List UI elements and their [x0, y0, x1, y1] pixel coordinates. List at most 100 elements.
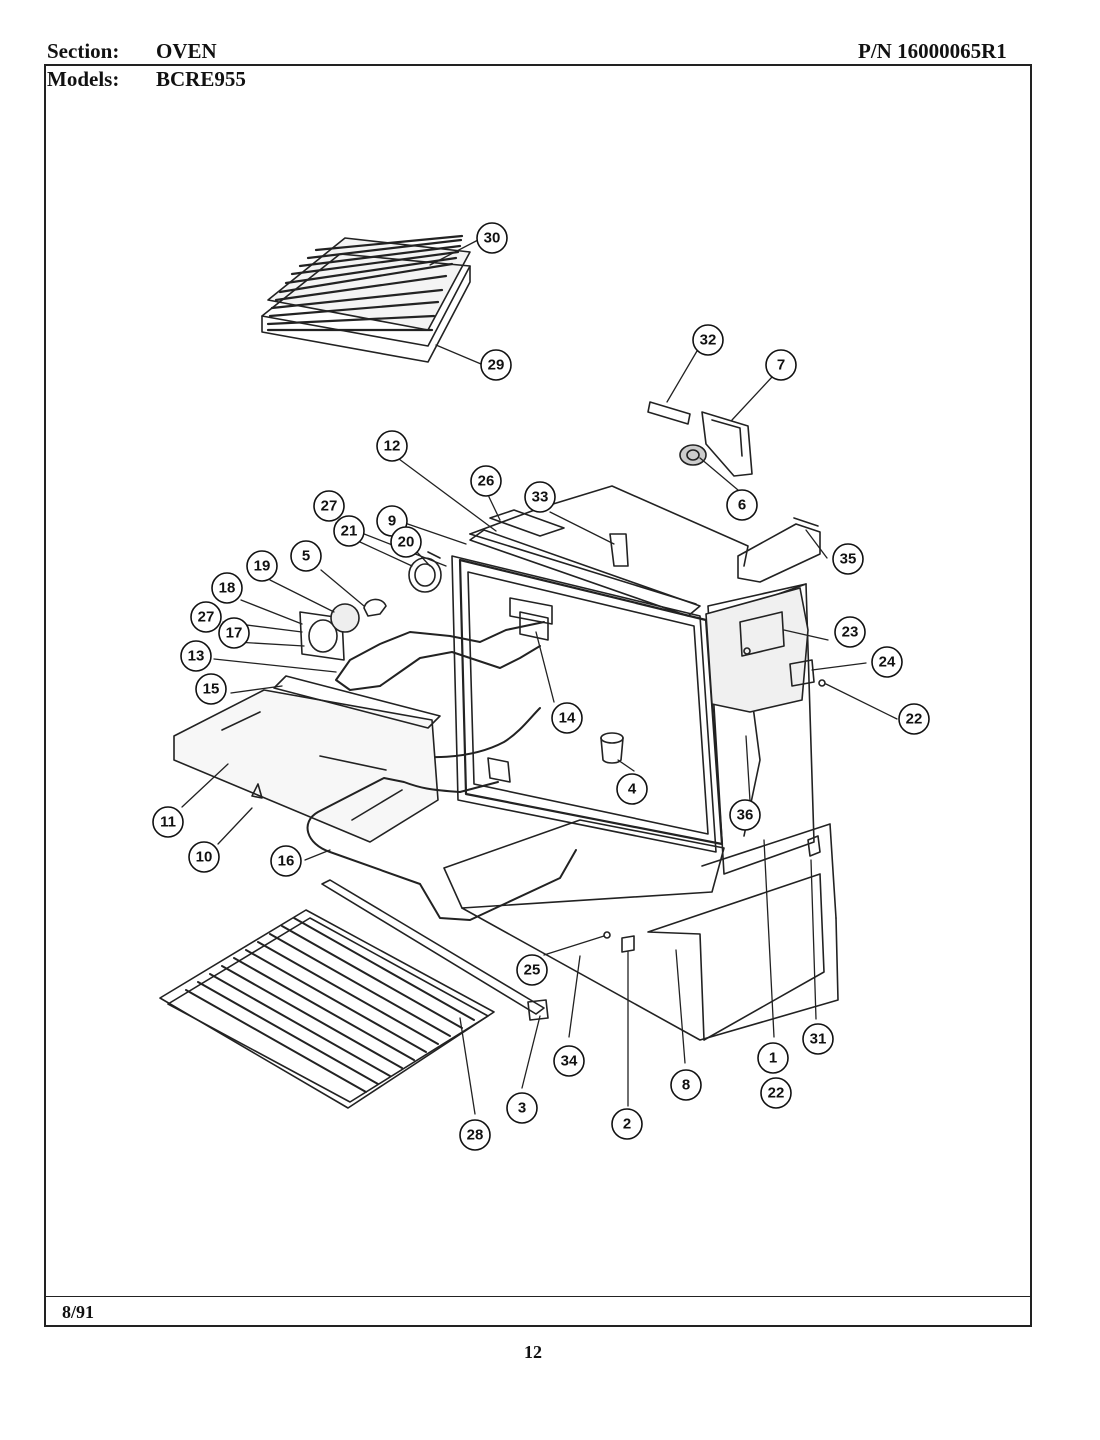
callout-circle [760, 1077, 792, 1109]
broil-element [335, 621, 545, 691]
callout-circle [551, 702, 583, 734]
callout-circle [390, 526, 422, 558]
callout-label: 34 [561, 1053, 578, 1070]
footer-divider [44, 1296, 1032, 1297]
bracket-14 [519, 611, 549, 641]
vent-duct [737, 517, 821, 583]
callout-label: 17 [226, 625, 243, 642]
callout-circle [190, 601, 222, 633]
side-insulation [705, 587, 826, 713]
callout-circle [459, 1119, 491, 1151]
callout-label: 9 [388, 513, 396, 530]
models-label: Models: [47, 67, 120, 91]
callout-circle [516, 954, 548, 986]
callout-circle [898, 703, 930, 735]
page-number: 12 [524, 1342, 542, 1362]
callout-label: 15 [203, 681, 220, 698]
callout-label: 27 [198, 609, 215, 626]
callout-label: 22 [906, 711, 923, 728]
callout-label: 5 [302, 548, 310, 565]
callout-circle [476, 222, 508, 254]
callout-circle [470, 465, 502, 497]
callout-circle [270, 845, 302, 877]
callout-label: 3 [518, 1100, 526, 1117]
top-oven-racks [261, 234, 471, 363]
callout-circle [480, 349, 512, 381]
bottom-panel [173, 675, 441, 843]
callout-label: 28 [467, 1127, 484, 1144]
callout-label: 26 [478, 473, 495, 490]
callout-label: 31 [810, 1031, 827, 1048]
callout-label: 4 [628, 781, 637, 798]
callout-label: 11 [160, 814, 176, 831]
callout-circle [765, 349, 797, 381]
callout-label: 27 [321, 498, 338, 515]
top-trim [469, 509, 701, 617]
callout-label: 29 [488, 357, 505, 374]
bracket-33 [609, 533, 629, 567]
oven-cavity [451, 485, 815, 875]
callout-circle [616, 773, 648, 805]
section-label: Section: [47, 39, 120, 63]
callout-circle [211, 572, 243, 604]
callout-label: 10 [196, 849, 213, 866]
callout-circle [333, 515, 365, 547]
callout-circle [152, 806, 184, 838]
callout-circle [313, 490, 345, 522]
callout-label: 8 [682, 1077, 690, 1094]
callout-circle [553, 1045, 585, 1077]
diagram-frame [44, 64, 1032, 1327]
callout-label: 21 [341, 523, 358, 540]
callout-label: 32 [700, 332, 717, 349]
callout-label: 22 [768, 1085, 785, 1102]
callout-label: 1 [769, 1050, 777, 1067]
callout-label: 30 [484, 230, 501, 247]
callout-circle [218, 617, 250, 649]
callout-label: 19 [254, 558, 271, 575]
callout-circle [726, 489, 758, 521]
callout-label: 36 [737, 807, 754, 824]
callout-circle [802, 1023, 834, 1055]
callout-label: 2 [623, 1116, 631, 1133]
callout-label: 18 [219, 580, 236, 597]
section-value: OVEN [156, 39, 217, 63]
lower-drawer-frame [443, 819, 839, 1041]
callout-circle [290, 540, 322, 572]
cup-4 [600, 732, 624, 764]
callout-circle [670, 1069, 702, 1101]
callout-circle [692, 324, 724, 356]
models-value: BCRE955 [156, 67, 246, 91]
callout-bubbles: 3029327612263335279212051918271713151423… [152, 222, 930, 1151]
callout-circle [757, 1042, 789, 1074]
bottom-oven-rack [159, 879, 549, 1109]
callout-label: 16 [278, 853, 295, 870]
callout-label: 20 [398, 534, 415, 551]
callout-circle [246, 550, 278, 582]
callout-label: 7 [777, 357, 785, 374]
callout-circle [188, 841, 220, 873]
callout-label: 23 [842, 624, 859, 641]
callout-circle [611, 1108, 643, 1140]
callout-circle [524, 481, 556, 513]
part-number: P/N 16000065R1 [858, 39, 1007, 63]
callout-label: 12 [384, 438, 401, 455]
door-hinge-assembly [647, 401, 753, 477]
callout-circle [506, 1092, 538, 1124]
callout-circle [729, 799, 761, 831]
callout-label: 13 [188, 648, 205, 665]
callout-label: 25 [524, 962, 541, 979]
callout-circle [834, 616, 866, 648]
callout-label: 6 [738, 497, 746, 514]
callout-circle [871, 646, 903, 678]
callout-circle [195, 673, 227, 705]
bake-element [306, 777, 577, 921]
callout-label: 24 [879, 654, 896, 671]
callout-label: 14 [559, 710, 576, 727]
clip-2 [621, 935, 635, 953]
callout-label: 33 [532, 489, 549, 506]
callout-circle [832, 543, 864, 575]
date-stamp: 8/91 [62, 1302, 95, 1322]
callout-circle [376, 430, 408, 462]
callout-circle [180, 640, 212, 672]
